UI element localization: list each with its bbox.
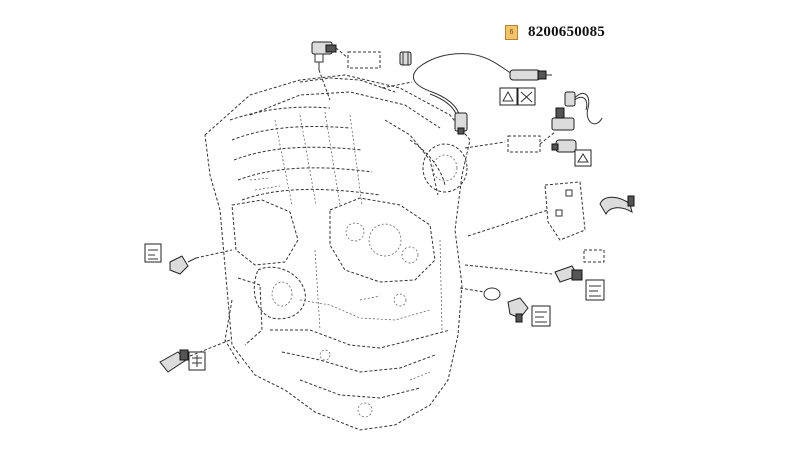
part-number-label[interactable]: 8200650085 [528,23,605,40]
part-callout[interactable]: 6 8200650085 [505,24,605,40]
mounting-bracket [467,181,586,241]
camshaft-sensor [311,41,381,101]
oxygen-sensor-assembly [413,53,556,153]
label-box-top [347,51,381,69]
upstream-sensor-assembly [551,91,603,167]
part-marker-icon[interactable]: 6 [505,24,518,40]
engine-block [204,74,471,431]
oil-pressure-sensor [159,339,231,373]
hose-clamp [599,195,635,216]
coolant-sensor [459,287,551,327]
grommet [399,51,412,66]
knock-sensor [144,243,233,275]
temperature-sensor [464,249,605,301]
